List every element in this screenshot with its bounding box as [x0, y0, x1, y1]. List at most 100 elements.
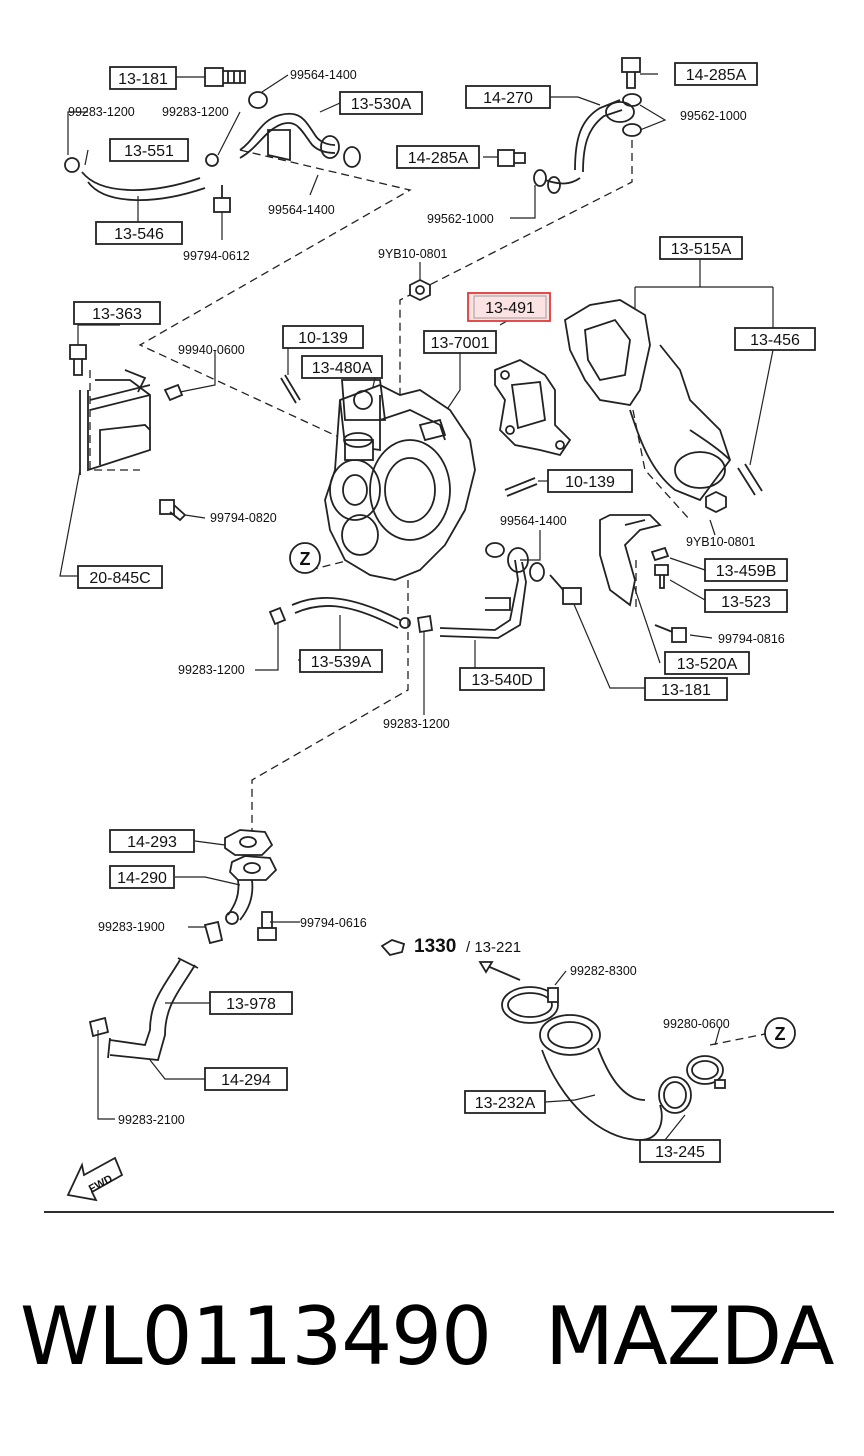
pipe-fitting — [320, 135, 340, 159]
svg-text:10-139: 10-139 — [298, 330, 348, 347]
label-13-181-a[interactable]: 13-181 — [109, 66, 177, 90]
section-ref-icon — [380, 939, 406, 957]
label-13-530a[interactable]: 13-530A — [339, 91, 423, 115]
pn-9yb10-0801-b: 9YB10-0801 — [686, 535, 756, 549]
label-13-245[interactable]: 13-245 — [639, 1139, 721, 1163]
label-13-551[interactable]: 13-551 — [109, 138, 189, 162]
washer-99564-d — [529, 562, 545, 582]
svg-text:13-520A: 13-520A — [677, 656, 738, 673]
svg-text:13-978: 13-978 — [226, 996, 276, 1013]
label-13-491[interactable]: 13-491 — [473, 295, 547, 319]
label-13-181-b[interactable]: 13-181 — [644, 677, 728, 701]
svg-text:13-181: 13-181 — [661, 682, 711, 699]
svg-text:14-290: 14-290 — [117, 870, 167, 887]
label-13-232a[interactable]: 13-232A — [464, 1090, 546, 1114]
highlight-13-491 — [467, 292, 551, 322]
label-14-294[interactable]: 14-294 — [204, 1067, 288, 1091]
hose-13-546 — [64, 153, 219, 201]
label-13-459b[interactable]: 13-459B — [704, 558, 788, 582]
label-13-523[interactable]: 13-523 — [704, 589, 788, 613]
svg-text:14-294: 14-294 — [221, 1072, 271, 1089]
label-10-139-b[interactable]: 10-139 — [547, 469, 633, 493]
svg-text:13-551: 13-551 — [124, 143, 174, 160]
gasket-13-491 — [494, 358, 572, 457]
label-14-293[interactable]: 14-293 — [109, 829, 195, 853]
washer-99562-top — [622, 93, 642, 107]
label-13-546[interactable]: 13-546 — [95, 221, 183, 245]
z-marker-top — [289, 542, 321, 574]
label-14-285a-mid[interactable]: 14-285A — [396, 145, 480, 169]
label-10-139-a[interactable]: 10-139 — [282, 325, 364, 349]
svg-text:14-285A: 14-285A — [408, 150, 469, 167]
pn-99940-0600: 99940-0600 — [178, 343, 245, 357]
svg-text:10-139: 10-139 — [565, 474, 615, 491]
gasket-13-480a — [341, 379, 387, 421]
label-13-540d[interactable]: 13-540D — [459, 667, 545, 691]
pipe-14-290 — [225, 855, 278, 925]
pn-99283-1200-c: 99283-1200 — [178, 663, 245, 677]
hose-13-539a — [291, 597, 411, 629]
air-pipe-13-232a — [539, 1014, 663, 1141]
pn-99794-0616: 99794-0616 — [300, 916, 367, 930]
label-14-285a-top[interactable]: 14-285A — [674, 62, 758, 86]
stud-13-456 — [737, 463, 763, 496]
pn-99564-1400-c: 99564-1400 — [500, 514, 567, 528]
label-14-290[interactable]: 14-290 — [109, 865, 175, 889]
parts-drawing — [64, 57, 796, 1202]
clamp-99283-2100 — [88, 1016, 110, 1038]
nut-9yb10-0801-b — [705, 490, 727, 514]
svg-text:13-232A: 13-232A — [475, 1095, 536, 1112]
clamp-99280-0600 — [686, 1055, 726, 1089]
label-13-363[interactable]: 13-363 — [73, 301, 161, 325]
washer-99562-c — [547, 176, 561, 194]
label-13-480a[interactable]: 13-480A — [301, 355, 383, 379]
bracket-20-845c — [79, 369, 151, 475]
svg-text:13-480A: 13-480A — [312, 360, 373, 377]
svg-text:14-293: 14-293 — [127, 834, 177, 851]
washer-99562-b — [533, 169, 547, 187]
section-arrow — [484, 964, 521, 981]
bolt-99794-0616 — [257, 911, 277, 941]
gasket-14-293 — [224, 829, 274, 856]
pn-99282-8300: 99282-8300 — [570, 964, 637, 978]
label-13-515a[interactable]: 13-515A — [659, 236, 743, 260]
label-14-270[interactable]: 14-270 — [465, 85, 551, 109]
label-20-845c[interactable]: 20-845C — [77, 565, 163, 589]
washer-99564-c — [485, 542, 505, 558]
bolt-13-181-b — [549, 574, 582, 605]
bolt-13-181 — [204, 67, 246, 87]
arrow-head — [478, 961, 494, 974]
pn-99283-1200-b: 99283-1200 — [162, 105, 229, 119]
exhaust-pipe-13-515a — [564, 299, 732, 502]
washer-99564 — [248, 91, 268, 109]
pn-99794-0612: 99794-0612 — [183, 249, 250, 263]
svg-text:13-530A: 13-530A — [351, 96, 412, 113]
turbocharger-13-7001 — [324, 384, 476, 581]
pn-99283-1900: 99283-1900 — [98, 920, 165, 934]
stud-10-139-a — [280, 374, 301, 404]
section-ref-bold: 1330 — [414, 936, 456, 957]
label-13-978[interactable]: 13-978 — [209, 991, 293, 1015]
washer-99562-low — [622, 123, 642, 137]
label-13-520a[interactable]: 13-520A — [664, 651, 750, 675]
pn-99562-1000-a: 99562-1000 — [680, 109, 747, 123]
pn-99562-1000-b: 99562-1000 — [427, 212, 494, 226]
footer: WL0113490 MAZDA — [0, 1290, 864, 1400]
clamp-99282-8300 — [501, 986, 559, 1024]
label-13-456[interactable]: 13-456 — [734, 327, 816, 351]
svg-text:13-523: 13-523 — [721, 594, 771, 611]
svg-text:13-539A: 13-539A — [311, 654, 372, 671]
pn-99283-2100: 99283-2100 — [118, 1113, 185, 1127]
svg-text:13-459B: 13-459B — [716, 563, 777, 580]
section-reference: 1330 / 13-221 — [414, 936, 521, 957]
label-13-539a[interactable]: 13-539A — [299, 649, 383, 673]
pn-99280-0600: 99280-0600 — [663, 1017, 730, 1031]
svg-text:13-540D: 13-540D — [471, 672, 532, 689]
dashed-routing-lines — [89, 140, 771, 1046]
clamp-99283-1200-d — [416, 614, 434, 634]
hose-13-978 — [107, 957, 199, 1061]
svg-text:13-363: 13-363 — [92, 306, 142, 323]
hose-13-245 — [658, 1076, 692, 1114]
label-13-7001[interactable]: 13-7001 — [423, 330, 497, 354]
